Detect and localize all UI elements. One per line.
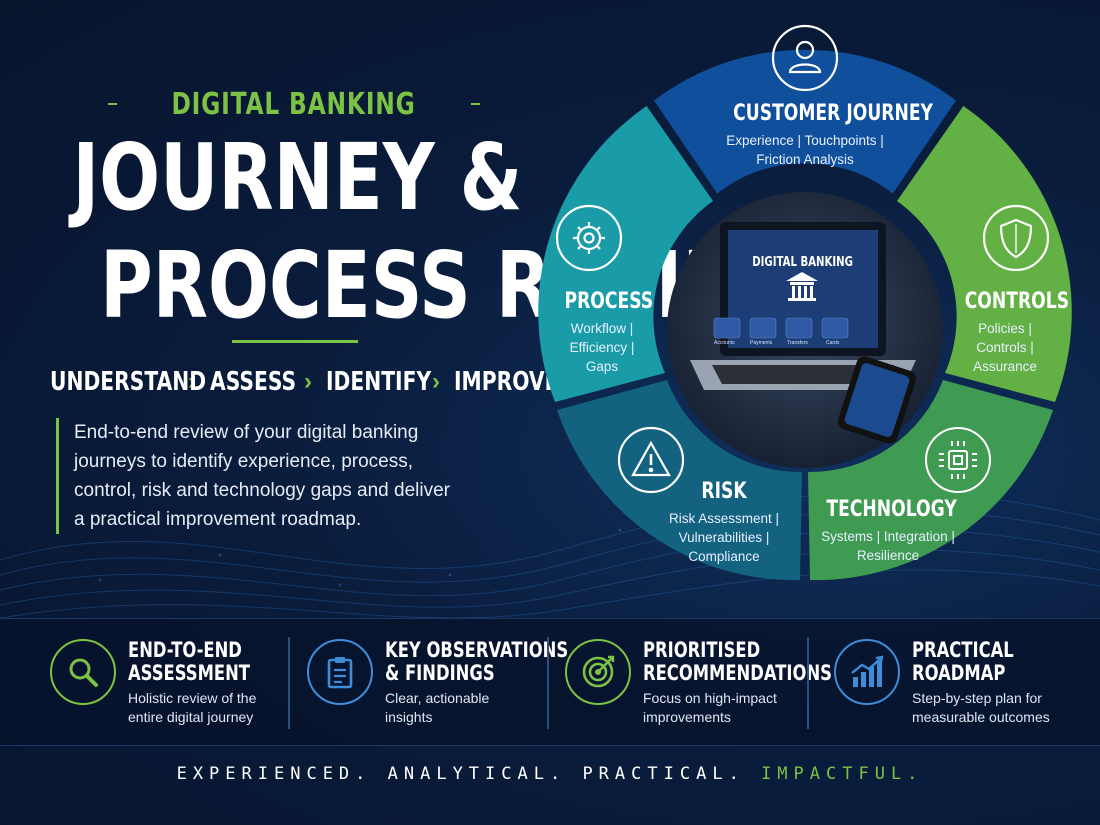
tile-label: Accounts xyxy=(714,340,735,346)
tile-label: Cards xyxy=(826,340,840,346)
divider xyxy=(547,637,549,729)
title-underline xyxy=(232,340,358,343)
shield-icon xyxy=(982,204,1050,272)
feature-findings: KEY OBSERVATIONS& FINDINGS Clear, action… xyxy=(307,619,568,745)
segment-label-process: PROCESS Workflow | Efficiency | Gaps xyxy=(564,289,654,374)
segment-controls xyxy=(897,106,1072,402)
segment-customer-journey xyxy=(654,49,956,194)
divider xyxy=(288,637,290,729)
eyebrow: DIGITAL BANKING xyxy=(108,86,481,122)
eyebrow-rule-right xyxy=(470,103,481,105)
tagline: EXPERIENCED. ANALYTICAL. PRACTICAL. IMPA… xyxy=(0,764,1100,784)
chevron-right-icon: › xyxy=(432,368,440,395)
clipboard-icon xyxy=(307,639,373,705)
divider xyxy=(807,637,809,729)
tile-label: Transfers xyxy=(787,340,808,346)
screen-title: DIGITAL BANKING xyxy=(752,255,854,270)
tile-label: Payments xyxy=(750,340,773,346)
chip-icon xyxy=(925,427,991,493)
segment-technology xyxy=(808,380,1053,581)
segment-label-controls: CONTROLS Policies | Controls | Assurance xyxy=(964,289,1070,374)
eyebrow-rule-left xyxy=(108,103,118,105)
user-icon xyxy=(771,24,839,92)
chevron-right-icon: › xyxy=(304,368,312,395)
segment-risk xyxy=(557,380,802,581)
warning-icon xyxy=(617,426,685,494)
phone-icon xyxy=(837,356,917,444)
gear-icon xyxy=(555,204,623,272)
segment-process xyxy=(538,106,713,402)
segment-label-technology: TECHNOLOGY Systems | Integration | Resil… xyxy=(821,497,957,563)
target-icon xyxy=(565,639,631,705)
segment-label-risk: RISK Risk Assessment | Vulnerabilities |… xyxy=(668,479,780,564)
growth-chart-icon xyxy=(834,639,900,705)
segment-label-customer-journey: CUSTOMER JOURNEY Experience | Touchpoint… xyxy=(726,101,933,167)
tagline-main: EXPERIENCED. ANALYTICAL. PRACTICAL. xyxy=(176,764,745,784)
description: End-to-end review of your digital bankin… xyxy=(56,418,454,534)
eyebrow-text: DIGITAL BANKING xyxy=(171,86,417,122)
process-ring xyxy=(538,24,1072,581)
page-title-line-1: JOURNEY & xyxy=(72,124,522,231)
magnifier-icon xyxy=(50,639,116,705)
tagline-highlight: IMPACTFUL. xyxy=(761,764,924,784)
laptop-icon xyxy=(690,222,916,390)
chevron-right-icon: › xyxy=(188,368,196,395)
